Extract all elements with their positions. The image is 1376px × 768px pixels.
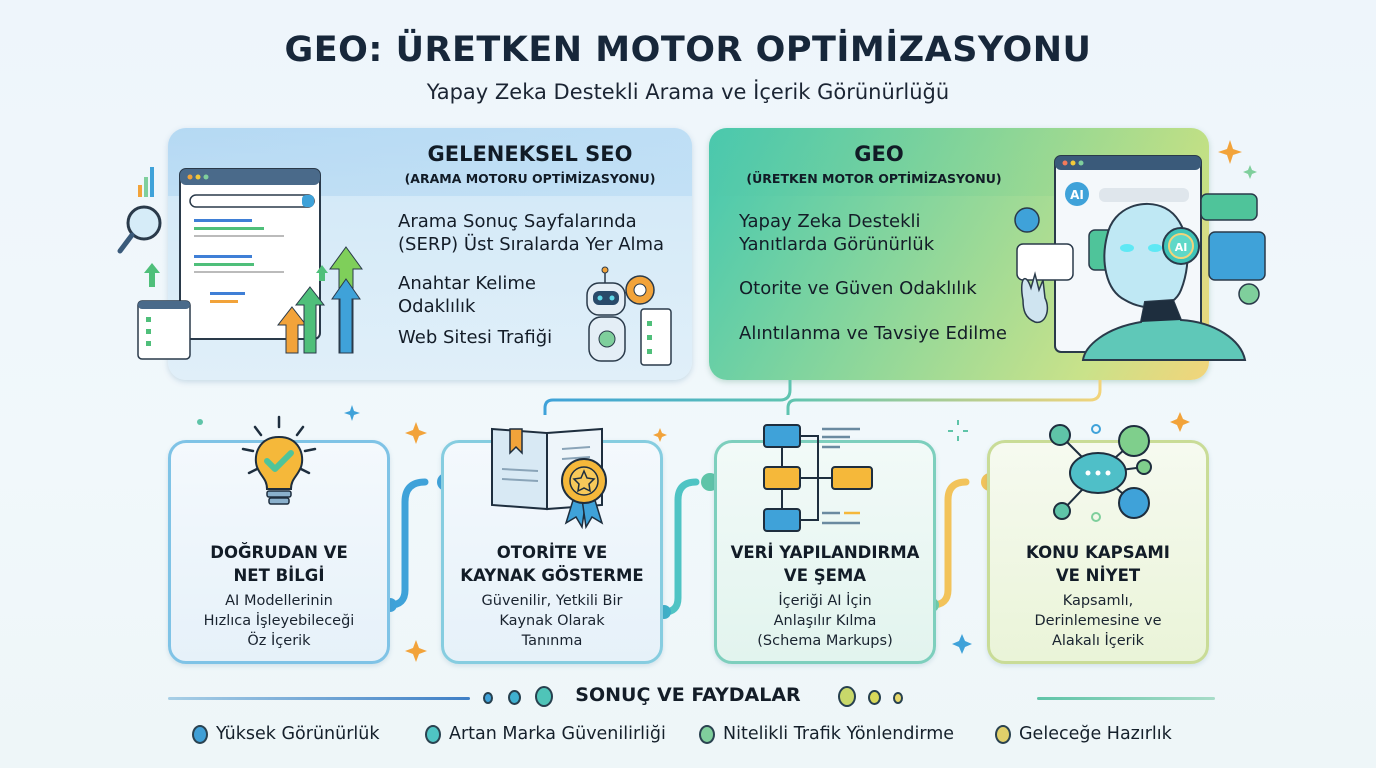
benefit-label: Artan Marka Güvenilirliği: [449, 724, 666, 744]
summary-divider-right: [1037, 697, 1215, 700]
geo-item-citation: Alıntılanma ve Tavsiye Edilme: [739, 323, 1007, 344]
card-description: İçeriği AI İçin Anlaşılır Kılma (Schema …: [757, 593, 893, 649]
seo-item-keyword: Anahtar Kelime Odaklılık: [398, 273, 536, 317]
geo-item-authority: Otorite ve Güven Odaklılık: [739, 278, 977, 299]
card-authority: OTORİTE VE KAYNAK GÖSTERME Güvenilir, Ye…: [441, 427, 663, 664]
ai-humanoid-icon: AI AI: [1014, 155, 1266, 361]
benefit-item: Artan Marka Güvenilirliği: [425, 724, 666, 744]
geo-panel-subtitle: (ÜRETKEN MOTOR OPTİMİZASYONU): [746, 171, 1002, 186]
card-direct-info: DOĞRUDAN VE NET BİLGİ AI Modellerinin Hı…: [168, 415, 390, 664]
summary-title: SONUÇ VE FAYDALAR: [575, 684, 801, 706]
seo-panel-subtitle: (ARAMA MOTORU OPTİMİZASYONU): [404, 171, 656, 186]
page-subtitle: Yapay Zeka Destekli Arama ve İçerik Görü…: [426, 80, 950, 104]
benefit-item: Geleceğe Hazırlık: [995, 724, 1172, 744]
card-structured-data: VERİ YAPILANDIRMA VE ŞEMA İçeriği AI İçi…: [714, 424, 936, 664]
summary-dot-icon: [893, 692, 903, 704]
geo-panel-title: GEO: [854, 142, 904, 166]
card-title: OTORİTE VE KAYNAK GÖSTERME: [460, 543, 644, 585]
svg-text:AI: AI: [1070, 188, 1084, 202]
schema-flow-icon: [763, 424, 873, 532]
card-description: Güvenilir, Yetkili Bir Kaynak Olarak Tan…: [481, 593, 623, 649]
summary-dot-icon: [508, 690, 521, 705]
card-title: DOĞRUDAN VE NET BİLGİ: [210, 543, 348, 585]
geo-item-visibility: Yapay Zeka Destekli Yanıtlarda Görünürlü…: [739, 211, 935, 255]
seo-panel-title: GELENEKSEL SEO: [427, 142, 633, 166]
benefit-item: Yüksek Görünürlük: [192, 724, 380, 744]
bullet-icon: [192, 724, 208, 744]
benefit-item: Nitelikli Trafik Yönlendirme: [699, 724, 954, 744]
card-title: KONU KAPSAMI VE NİYET: [1026, 543, 1170, 585]
bullet-icon: [699, 724, 715, 744]
seo-item-serp: Arama Sonuç Sayfalarında (SERP) Üst Sıra…: [398, 211, 665, 255]
card-topic-coverage: KONU KAPSAMI VE NİYET Kapsamlı, Derinlem…: [987, 424, 1209, 664]
summary-dot-icon: [535, 686, 553, 707]
page-title: GEO: ÜRETKEN MOTOR OPTİMİZASYONU: [284, 30, 1092, 70]
card-description: Kapsamlı, Derinlemesine ve Alakalı İçeri…: [1034, 593, 1162, 649]
bullet-icon: [425, 724, 441, 744]
topic-network-icon: [1049, 424, 1152, 522]
benefit-label: Geleceğe Hazırlık: [1019, 724, 1172, 744]
summary-dot-icon: [483, 692, 493, 704]
book-award-icon: [491, 427, 607, 530]
benefit-label: Nitelikli Trafik Yönlendirme: [723, 724, 955, 744]
summary-divider-left: [168, 697, 470, 700]
card-title: VERİ YAPILANDIRMA VE ŞEMA: [730, 543, 920, 585]
summary-dot-icon: [868, 690, 881, 705]
card-description: AI Modellerinin Hızlıca İşleyebileceği Ö…: [203, 593, 355, 649]
robot-icon: [586, 266, 672, 366]
browser-search-icon: [117, 167, 363, 360]
seo-item-traffic: Web Sitesi Trafiği: [398, 327, 553, 348]
svg-text:AI: AI: [1175, 241, 1188, 254]
benefit-label: Yüksek Görünürlük: [216, 724, 380, 744]
bullet-icon: [995, 724, 1011, 744]
summary-dot-icon: [838, 686, 856, 707]
lightbulb-check-icon: [241, 415, 317, 505]
